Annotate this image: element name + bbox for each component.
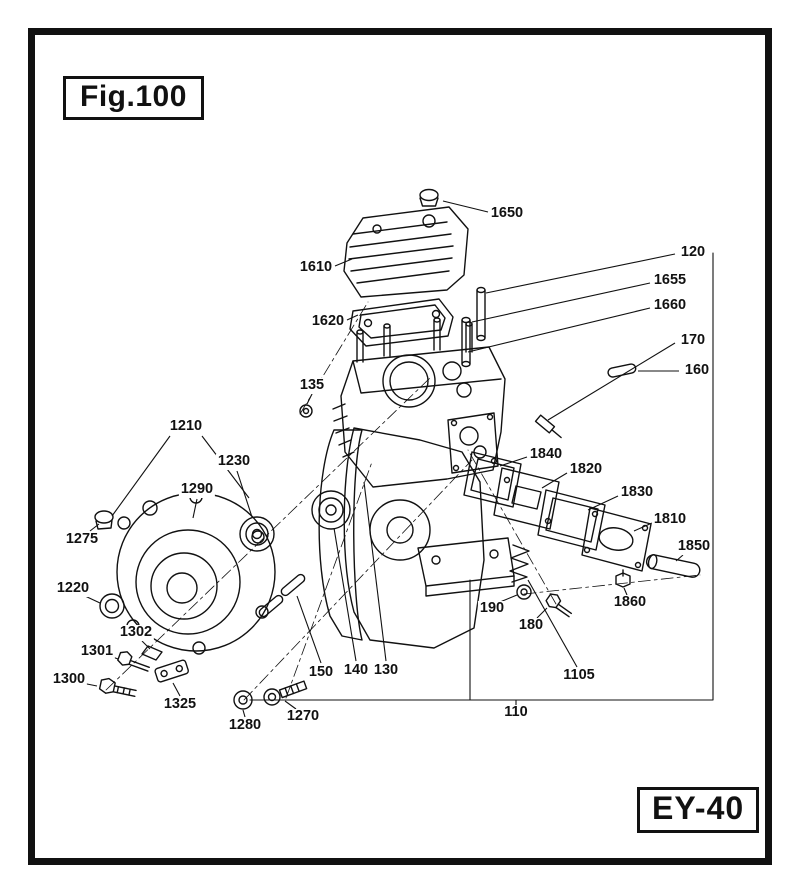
leader-line-1830 (587, 495, 619, 511)
washer-190-part (516, 584, 532, 600)
model-badge: EY-40 (652, 790, 745, 826)
leader-line-1840 (499, 456, 528, 467)
leader-line-1275 (89, 523, 100, 532)
bracket-lines (249, 252, 714, 701)
leader-line-1301 (109, 655, 119, 660)
leader-line-1302 (141, 640, 151, 650)
leader-line-1610 (334, 258, 353, 267)
block-mounting-face (447, 412, 499, 474)
snap-ring (299, 404, 313, 418)
leader-line-1650 (442, 200, 489, 213)
leader-line-120 (485, 253, 676, 294)
small-gasket (141, 645, 163, 661)
leader-line-1280 (242, 709, 246, 718)
leader-line-190 (499, 594, 518, 603)
page-border-frame (28, 28, 772, 865)
oil-seal (99, 593, 125, 619)
model-badge-box: EY-40 (637, 787, 760, 833)
long-pin (645, 554, 701, 578)
bolt-small-lower (98, 677, 137, 698)
leader-line-150 (296, 595, 322, 664)
breather-cover (581, 507, 652, 572)
bolt-small-upper (117, 651, 150, 672)
side-bearing (239, 516, 275, 552)
leader-line-1660 (467, 307, 651, 353)
leader-line-135 (306, 393, 313, 405)
leader-line-1210 (201, 435, 250, 499)
center-axis-lines (105, 301, 701, 701)
leader-line-1300 (81, 682, 98, 687)
leader-line-1290 (192, 498, 198, 519)
leader-line-1655 (471, 282, 651, 323)
leader-line-1105 (527, 579, 578, 668)
leader-line-1220 (84, 595, 101, 604)
block-studs (356, 317, 473, 363)
figure-title-box: Fig.100 (63, 76, 204, 120)
clamp-plate (154, 659, 189, 683)
leader-line-180 (536, 607, 548, 619)
cylinder-head (343, 206, 469, 298)
through-bolt-170 (534, 414, 562, 439)
oil-plug (94, 510, 114, 530)
cylinder-block (332, 317, 506, 488)
main-bearing (311, 490, 351, 530)
leader-line-1860 (623, 587, 628, 596)
leader-line-130 (363, 481, 387, 662)
leader-line-1270 (284, 700, 297, 710)
washer-1280-part (233, 690, 253, 710)
eye-bolt (263, 680, 308, 706)
head-bolt-icon (419, 188, 439, 207)
leader-line-170 (547, 342, 676, 421)
leader-line-1210 (111, 435, 171, 517)
leader-line-1620 (346, 314, 359, 321)
spring (509, 544, 530, 583)
flange-bolt (545, 593, 573, 618)
crankcase-gasket (318, 429, 363, 641)
leader-lines (81, 200, 684, 718)
cylinder-studs (461, 286, 486, 368)
leader-line-1810 (633, 522, 653, 532)
leader-line-1325 (172, 682, 181, 697)
breather-gasket (537, 489, 606, 551)
cover-bolt (615, 569, 631, 588)
leader-line-1850 (675, 554, 684, 562)
leader-line-1230 (236, 470, 253, 518)
leader-line-1820 (541, 472, 568, 489)
figure-title: Fig.100 (80, 80, 187, 113)
leader-line-140 (333, 527, 357, 662)
